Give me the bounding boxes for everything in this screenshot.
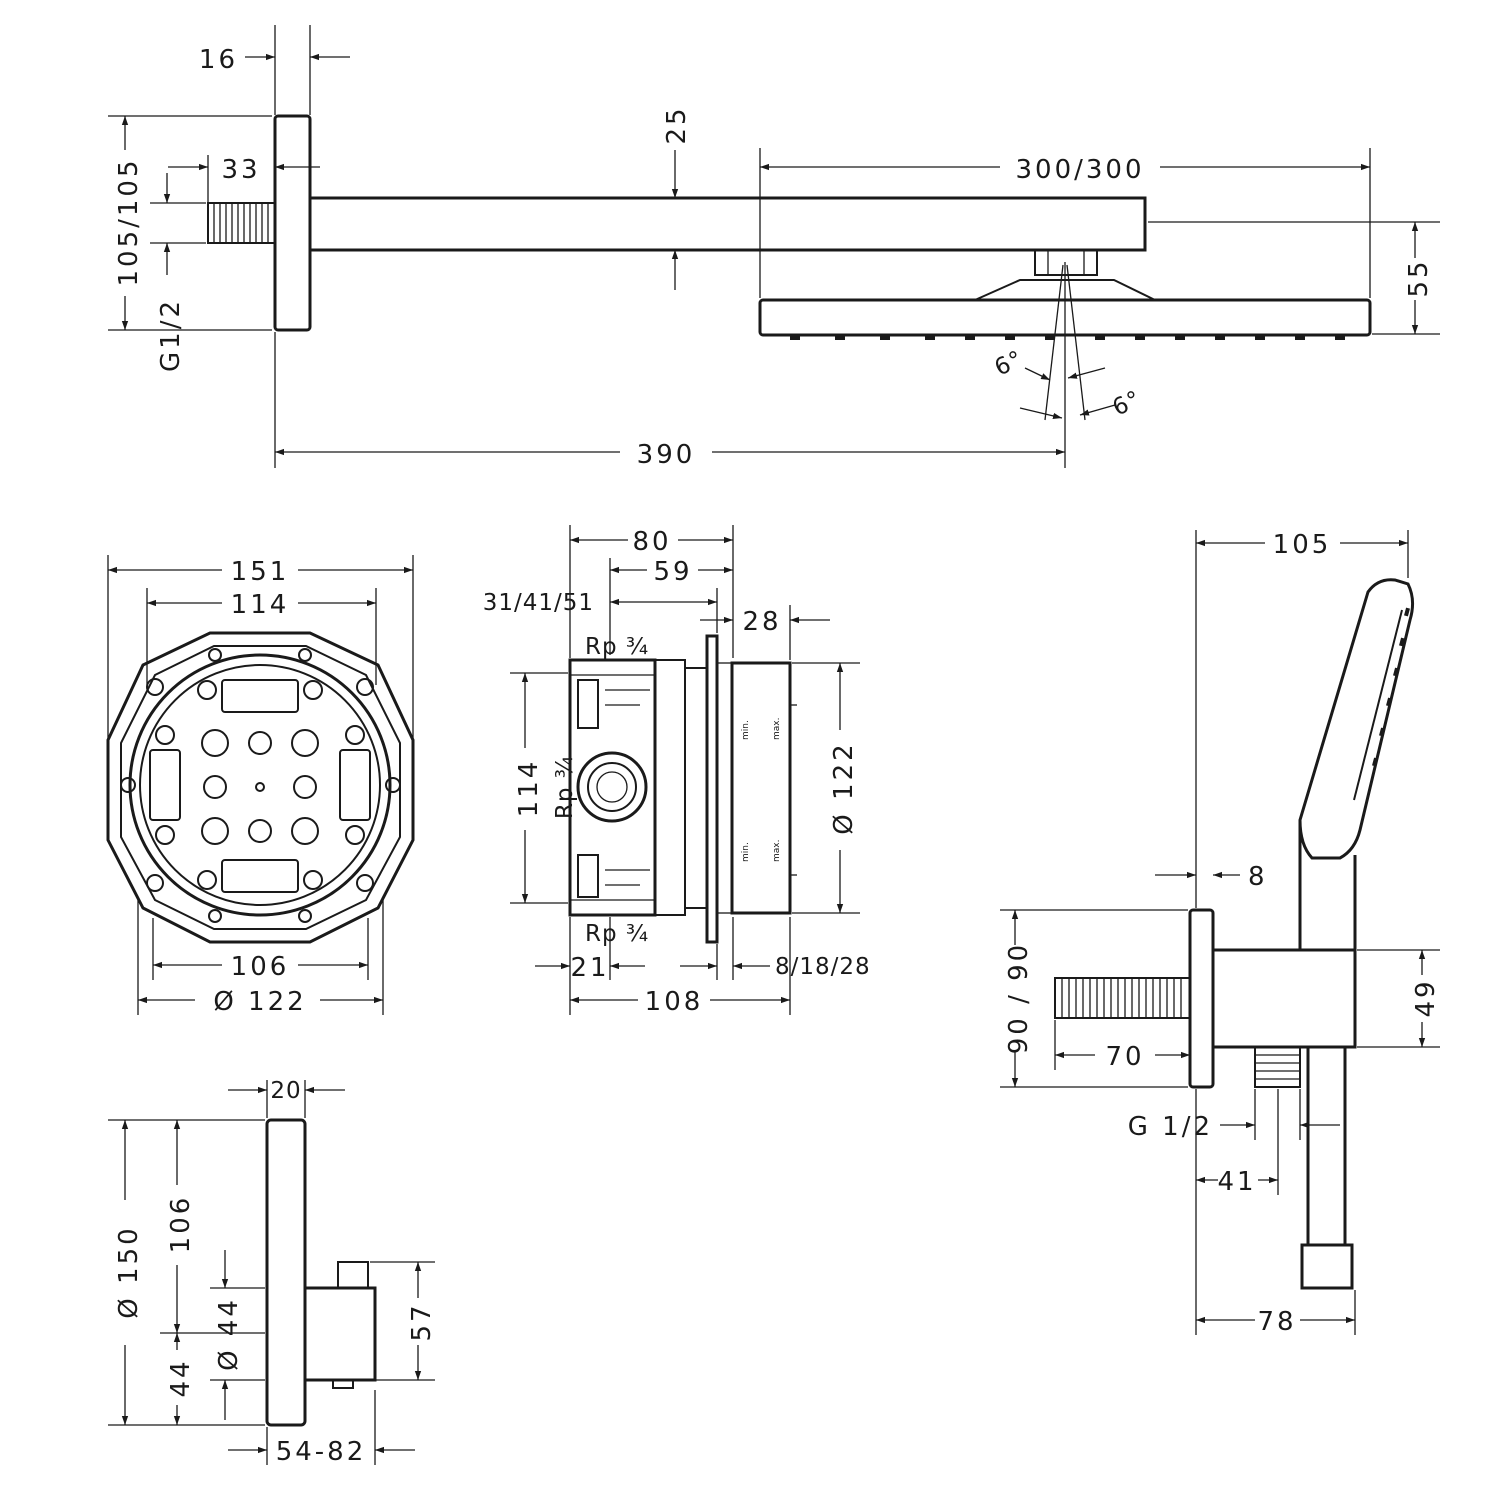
screw-bosses: [120, 680, 401, 890]
holder-thread: [1054, 977, 1191, 1019]
dim-wall-height-hand: 90 / 90: [1004, 942, 1034, 1054]
dim-arm-height: 25: [662, 105, 692, 144]
right-rib: [339, 749, 371, 821]
thermostat-cap: [337, 1261, 369, 1289]
shower-arm: [308, 196, 1147, 252]
dim-knob-offset: 44: [166, 1358, 196, 1397]
port-middle-label: Rp ¾: [552, 755, 578, 819]
hose-end: [1300, 1243, 1354, 1290]
box-main-ring: [128, 653, 392, 917]
bottom-rib: [221, 859, 299, 893]
dim-plate-diameter: Ø 150: [114, 1225, 144, 1318]
holder-body: [1211, 948, 1357, 1049]
port-holes: [201, 729, 319, 845]
dim-outer-width: 151: [231, 557, 290, 587]
dim-extension: 8/18/28: [775, 954, 871, 980]
dim-inner-width: 106: [231, 952, 290, 982]
dim-centre-height: 106: [166, 1195, 196, 1254]
label-min-top: min.: [741, 720, 751, 740]
box-octagon-inner: [120, 645, 401, 930]
dim-head-height: 55: [1404, 258, 1434, 297]
spray-nozzles: [790, 335, 1345, 340]
dim-box-diameter: Ø 122: [213, 987, 306, 1017]
dim-head-width: 105: [1273, 530, 1332, 560]
left-rib: [149, 749, 181, 821]
label-max-bottom: max.: [772, 840, 782, 862]
top-rib: [221, 679, 299, 713]
dim-holder-projection: 78: [1257, 1307, 1296, 1337]
dim-thread-length-hand: 70: [1105, 1042, 1144, 1072]
holder-thread-hatching: [1061, 978, 1182, 1018]
outlet-thread: [1255, 1054, 1300, 1080]
dim-cover-depth: 28: [742, 607, 781, 637]
dim-thread-length: 33: [221, 155, 260, 185]
label-max-top: max.: [772, 718, 782, 740]
dim-wall-height: 105/105: [114, 157, 144, 286]
thread-hatching: [213, 203, 269, 243]
label-min-bottom: min.: [741, 842, 751, 862]
dim-depth-inner: 59: [653, 557, 692, 587]
hand-shower-head: [1298, 578, 1415, 860]
dim-tilt-left: 6°: [991, 346, 1027, 381]
dim-outlet-offset: 41: [1217, 1167, 1256, 1197]
dim-hole-spacing: 114: [231, 590, 290, 620]
dim-head-size: 300/300: [1015, 155, 1144, 185]
dim-depth-bottom: 108: [645, 987, 704, 1017]
wall-flange: [273, 114, 312, 332]
dim-connection: G1/2: [156, 298, 186, 372]
holder-flange: [1188, 908, 1215, 1089]
mounting-plate: [705, 634, 719, 944]
dim-offset-front: 21: [570, 953, 609, 983]
installation-box-side-view: min. max. min. max. 80 59 31/41/51 28: [483, 525, 871, 1017]
dim-knob-height: 57: [407, 1302, 437, 1341]
port-circle-outer: [576, 751, 648, 823]
overhead-shower-view: 16 33 25 300/300 105/105 G1/2 55 6° 6°: [108, 25, 1440, 470]
thermostat-view: 20 Ø 150 106 44 Ø 44 57 54-82: [108, 1078, 437, 1467]
dim-connection-hand: G 1/2: [1128, 1112, 1213, 1142]
box-octagon-outer: [106, 631, 415, 944]
dim-flange-thickness: 16: [199, 45, 238, 75]
box-inner-ring: [139, 664, 381, 906]
hand-shower-view: 105 8 90 / 90 49 70 G 1/2 41 78: [1000, 530, 1441, 1337]
dim-flange-thickness-hand: 8: [1248, 862, 1268, 892]
thermostat-knob: [303, 1286, 377, 1382]
ball-joint-nut: [1034, 249, 1098, 276]
cover-box: [730, 661, 792, 915]
dim-thermostat-projection: 54-82: [276, 1437, 367, 1467]
port-top-label: Rp ¾: [585, 634, 649, 660]
box-body: [568, 658, 657, 917]
dim-outlet-height: 49: [1411, 978, 1441, 1017]
thermostat-plate: [265, 1118, 307, 1427]
hand-shower-nozzles: [1372, 607, 1410, 767]
installation-box-front-view: 151 114 106 Ø 122: [106, 555, 415, 1017]
dim-tilt-right: 6°: [1109, 386, 1145, 421]
dim-box-height: 114: [514, 759, 544, 818]
dim-knob-diameter: Ø 44: [214, 1297, 244, 1371]
hose-outlet: [1254, 1046, 1301, 1088]
dim-projection: 390: [637, 440, 696, 470]
dim-depth-options: 31/41/51: [483, 590, 594, 616]
shower-head-dome: [974, 279, 1156, 301]
dim-side-diameter: Ø 122: [829, 741, 859, 834]
dim-depth-total: 80: [632, 527, 671, 557]
dim-plate-thickness: 20: [270, 1078, 301, 1104]
threaded-connector: [207, 202, 276, 244]
port-bottom-label: Rp ¾: [585, 921, 649, 947]
port-circle-inner: [587, 762, 637, 812]
